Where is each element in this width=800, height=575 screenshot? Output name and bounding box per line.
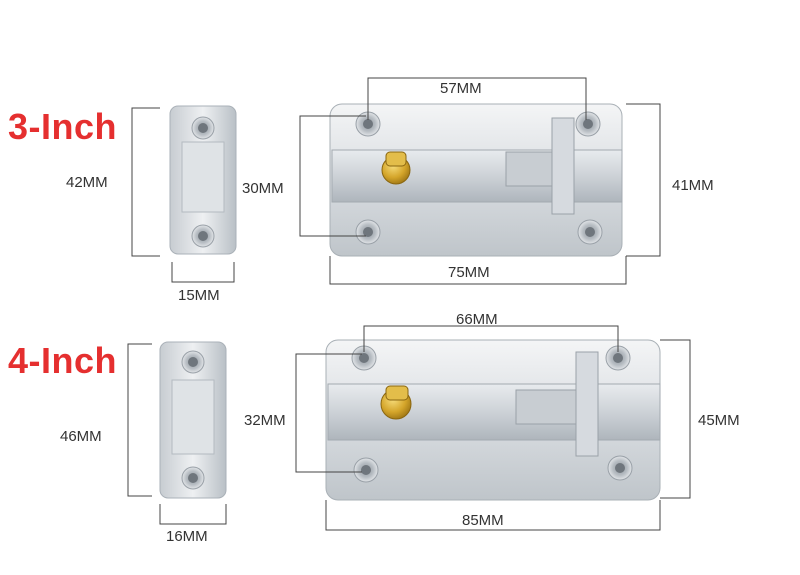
bolt-latch-3inch: [329, 103, 623, 257]
dimension-lines-bolt-3inch: [299, 77, 661, 285]
dimension-lines-keeper-4inch: [127, 343, 227, 525]
dimension-lines-keeper-3inch: [131, 107, 235, 283]
bolt-latch-4inch: [325, 339, 661, 501]
bolt-length-3inch: 75MM: [448, 264, 490, 281]
bolt-hole-height-4inch: 32MM: [244, 412, 286, 429]
keeper-4inch: [159, 341, 227, 499]
keeper-3inch: [169, 105, 237, 255]
keeper-height-3inch: 42MM: [66, 174, 108, 191]
bolt-hole-height-3inch: 30MM: [242, 180, 284, 197]
bolt-hole-spacing-4inch: 66MM: [456, 311, 498, 328]
bolt-hole-spacing-3inch: 57MM: [440, 80, 482, 97]
bolt-length-4inch: 85MM: [462, 512, 504, 529]
dimension-lines-bolt-4inch: [295, 325, 691, 531]
bolt-height-3inch: 41MM: [672, 177, 714, 194]
bolt-height-4inch: 45MM: [698, 412, 740, 429]
size-label-3inch: 3-Inch: [8, 106, 118, 147]
keeper-width-4inch: 16MM: [166, 528, 208, 545]
size-label-4inch: 4-Inch: [8, 340, 118, 381]
keeper-width-3inch: 15MM: [178, 287, 220, 304]
keeper-height-4inch: 46MM: [60, 428, 102, 445]
